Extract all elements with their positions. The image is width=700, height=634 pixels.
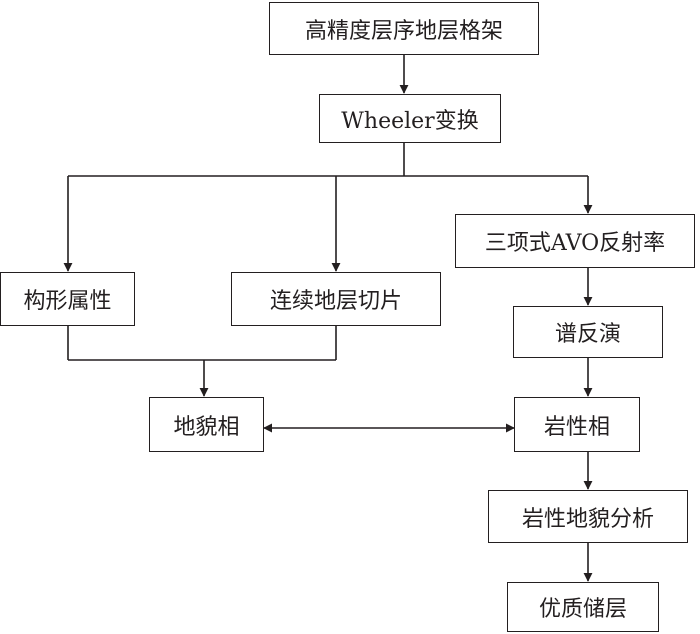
node-wheeler: Wheeler变换 [319,94,501,143]
node-inversion: 谱反演 [513,306,663,358]
node-litho: 岩性相 [514,397,640,452]
node-structure: 构形属性 [0,272,135,326]
node-avo: 三项式AVO反射率 [455,214,695,268]
node-reservoir: 优质储层 [507,582,659,632]
node-framework: 高精度层序地层格架 [269,2,539,55]
node-slices: 连续地层切片 [231,272,441,326]
node-geomorph: 地貌相 [149,397,264,452]
node-analysis: 岩性地貌分析 [488,490,688,543]
